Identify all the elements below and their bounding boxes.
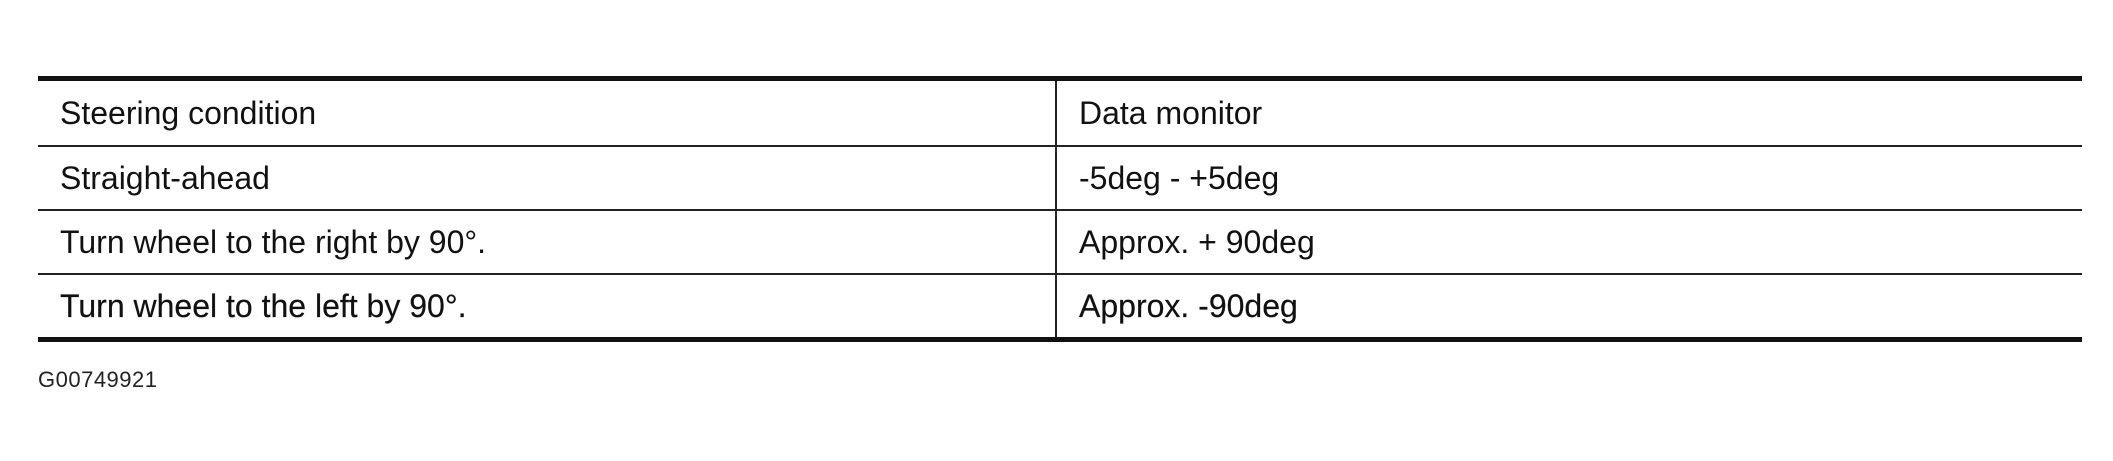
cell-data-monitor: -5deg - +5deg — [1056, 146, 2082, 211]
cell-steering-condition: Turn wheel to the left by 90°. — [38, 274, 1057, 342]
table-row: Straight-ahead -5deg - +5deg — [38, 146, 2082, 211]
steering-data-table: Steering condition Data monitor Straight… — [38, 76, 2082, 342]
table-row: Turn wheel to the left by 90°. Approx. -… — [38, 274, 2082, 342]
table-header-row: Steering condition Data monitor — [38, 78, 2082, 147]
figure-id-label: G00749921 — [38, 367, 158, 392]
cell-steering-condition: Straight-ahead — [38, 146, 1057, 211]
cell-steering-condition: Turn wheel to the right by 90°. — [38, 210, 1057, 275]
header-steering-condition: Steering condition — [38, 78, 1057, 147]
cell-data-monitor: Approx. + 90deg — [1056, 210, 2082, 275]
header-data-monitor: Data monitor — [1056, 78, 2082, 147]
table-row: Turn wheel to the right by 90°. Approx. … — [38, 210, 2082, 275]
cell-data-monitor: Approx. -90deg — [1056, 274, 2082, 342]
steering-data-table-container: Steering condition Data monitor Straight… — [38, 76, 2082, 342]
